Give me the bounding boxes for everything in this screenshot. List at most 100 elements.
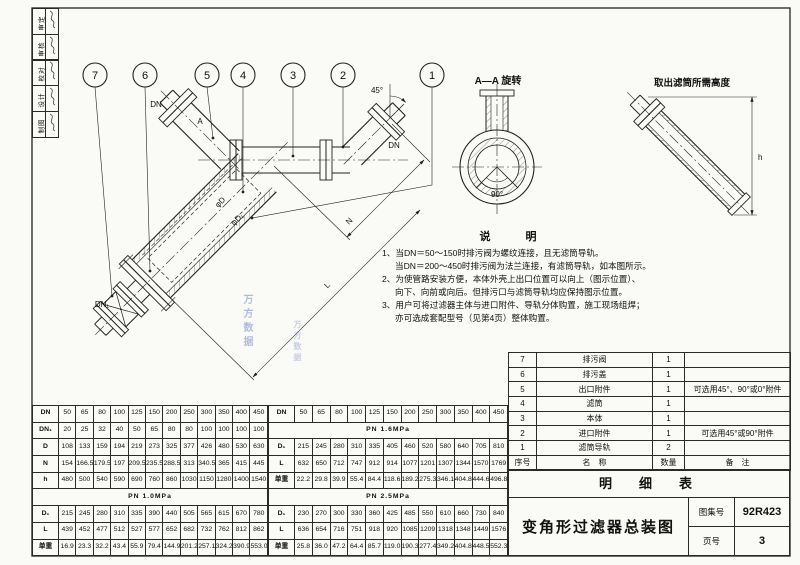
dim-value-cell: 100 [232,421,251,440]
dim-value-cell: 335 [127,505,147,523]
dim-value-cell: 444.6 [471,471,491,490]
dim-value-cell: 860 [162,471,181,490]
dim-value-cell: 1318 [436,521,455,540]
length-dimensions [155,123,431,381]
notes-title: 说 明 [479,231,549,243]
dim-value-cell: 79.4 [145,538,164,557]
dim-value-cell: 340.5 [197,455,216,473]
dim-value-cell: 652 [162,521,181,540]
dim-value-cell: 166.5 [75,455,94,473]
stamp-label: 审核 [32,34,46,61]
angle-dimension [389,84,406,119]
dim-value-cell: 84.4 [365,471,384,490]
note-line: 当DN＝200～450时排污阀为法兰连接，有滤筒导轨，如本图所示。 [395,261,651,271]
parts-cell [684,410,791,427]
parts-cell: 7 [508,352,537,368]
section-view-title: A—A 旋转 [474,76,522,87]
dim-value-cell: 632 [294,455,313,473]
dim-value-cell: 439 [57,521,77,540]
dim-n-label: N [344,216,355,227]
dim-value-cell: 1085 [400,521,420,540]
dim-h-label: h [758,153,762,162]
dim-value-cell: 485 [400,505,420,523]
dim-value-cell: 615 [214,505,234,523]
row-label: DN₁ [32,421,59,440]
dim-value-cell: 751 [347,521,366,540]
dim-value-cell: 445 [249,455,268,473]
dim-value-cell: 1150 [197,471,216,490]
dim-value-cell: 496.8 [489,471,508,490]
parts-cell: 滤筒 [536,396,653,412]
dim-value-cell: 250 [179,405,199,423]
dim-value-cell: 636 [294,521,313,540]
dim-value-cell: 108 [57,438,77,457]
dim-value-cell: 80 [179,421,199,440]
parts-cell: 可选用45°或90°附件 [684,425,791,442]
dim-value-cell: 1449 [471,521,491,540]
dim-value-cell: 914 [382,455,402,473]
row-label: N [32,455,59,473]
dim-value-cell: 440 [162,505,181,523]
dim-value-cell: 404.8 [453,471,473,490]
stamp-signature [45,85,59,112]
callout-3: 3 [280,62,306,158]
parts-list-title: 明 细 表 [508,469,790,498]
atlas-number-value: 92R423 [742,506,782,518]
dim-value-cell: 505 [179,505,199,523]
dim-value-cell: 100 [249,421,268,440]
stamp-row: 审核 [32,34,59,61]
dim-value-cell: 527 [127,521,147,540]
height-dimension [648,96,757,216]
pressure-class-cell: PN 2.5MPa [268,488,508,507]
row-label: D [32,438,59,457]
dim-value-cell: 840 [489,505,508,523]
dim-value-cell: 324.2 [214,538,234,557]
dim-value-cell: 215 [57,505,77,523]
dim-value-cell: 245 [75,505,94,523]
dim-value-cell: 32.2 [92,538,112,557]
dim-value-cell: 360 [365,505,384,523]
row-label: D₁ [32,505,59,523]
dim-value-cell: 530 [232,438,251,457]
dim-value-cell: 100 [347,405,366,423]
parts-cell: 可选用45°、90°或0°附件 [684,381,791,398]
dim-value-cell: 270 [311,505,331,523]
dim-value-cell: 125 [127,405,147,423]
dim-value-cell: 288.5 [162,455,181,473]
table-row: PN 1.6MPa [268,421,508,440]
dim-value-cell: 390 [145,505,164,523]
section-mark-label: A [197,117,203,126]
svg-text:4: 4 [240,70,246,82]
stamp-signature [45,8,59,35]
parts-cell: 排污盖 [536,366,653,383]
dim-value-cell: 197 [110,455,129,473]
parts-cell: 排污阀 [536,352,653,368]
dim-value-cell: 65 [75,405,94,423]
dim-value-cell: 65 [311,405,331,423]
dim-value-cell: 80 [162,421,181,440]
note-line: 3、用户可将过滤器主体与进口附件、导轨分体购置，施工现场组焊； [382,300,645,310]
parts-header-row: 序号名 称数量备 注 [508,454,791,471]
parts-cell: 滤筒导轨 [536,440,653,456]
note-line: 2、为使管路安装方便，本体外壳上出口位置可以向上（图示位置）、 [382,274,641,284]
stamp-block-b: 校对设计制图 [32,59,59,138]
row-label: L [268,521,295,540]
dim-value-cell: 154 [57,455,77,473]
dim-value-cell: 477 [92,521,112,540]
row-label: D₁ [268,438,295,457]
section-view-aa [452,84,542,214]
parts-cell: 1 [652,410,685,427]
stamp-row: 审定 [32,8,59,35]
stamp-label: 设计 [32,85,46,112]
dim-value-cell: 190.3 [400,538,420,557]
callout-1: 1 [250,62,445,220]
dim-value-cell: 780 [249,505,268,523]
dim-value-cell: 201.2 [179,538,199,557]
parts-cell: 6 [508,366,537,383]
